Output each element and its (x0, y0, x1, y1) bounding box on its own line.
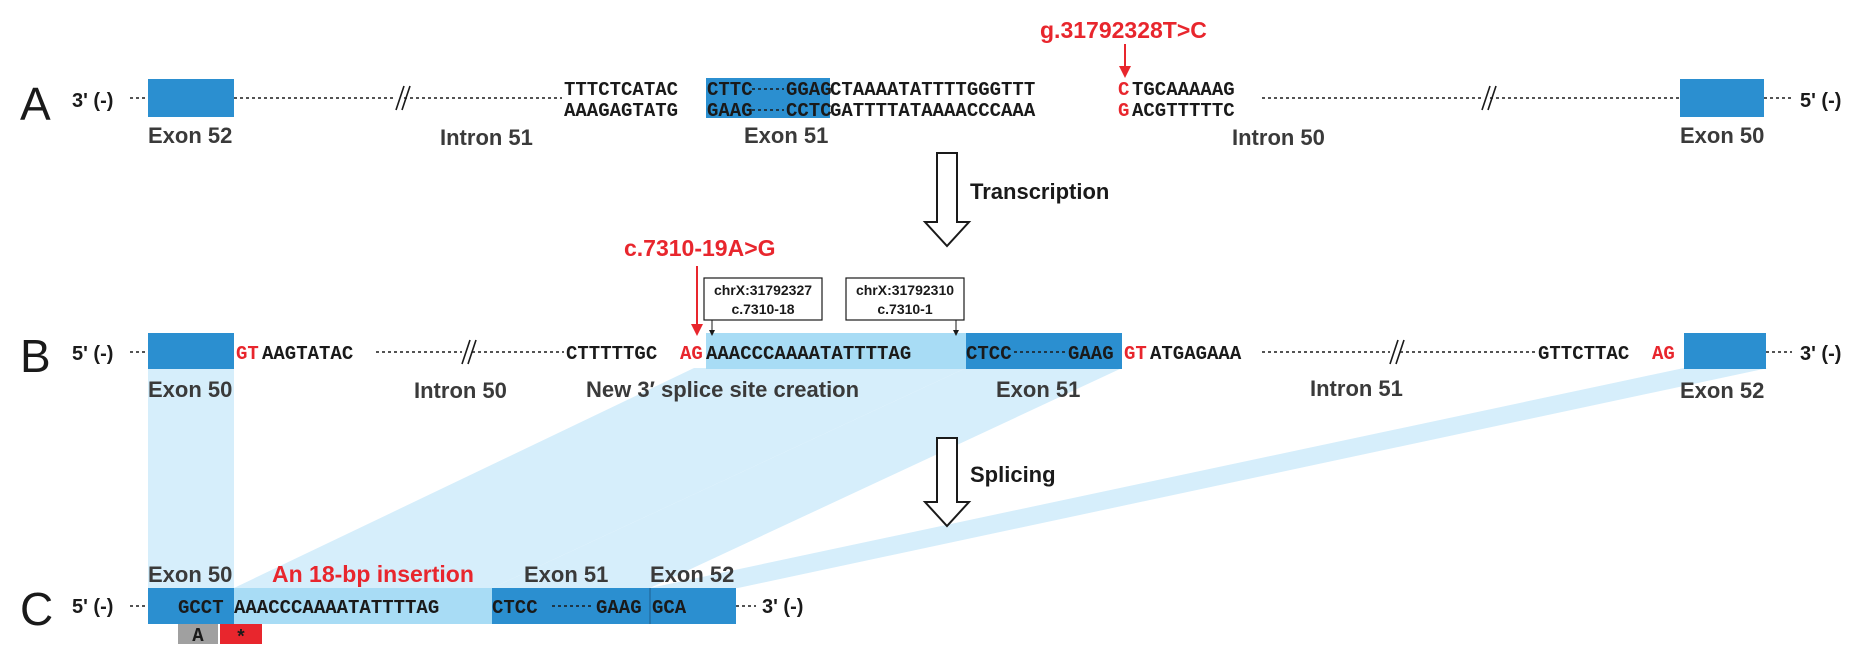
panel-letter-b: B (20, 330, 51, 382)
shade-insertion (234, 368, 966, 588)
splicing-label: Splicing (970, 462, 1056, 487)
coordinate-box-1-line2: c.7310-18 (731, 301, 794, 317)
exon50-box-c (148, 588, 234, 624)
sequence-bottom-strand: AAAGAGTATG GAAG CCTC GATTTTATAAAACCCAAA … (564, 100, 1235, 122)
strand-right-b: 3' (-) (1800, 343, 1841, 365)
sequence-top-strand: TTTCTCATAC CTTC GGAG CTAAAATATTTTGGGTTT … (564, 79, 1235, 101)
insertion-region-c (234, 588, 492, 624)
break-mark (395, 85, 405, 111)
coordinate-box-2-line2: c.7310-1 (877, 301, 932, 317)
shade-exon50 (148, 368, 234, 588)
strand-right-a: 5' (-) (1800, 90, 1841, 112)
transcription-arrow (922, 152, 972, 248)
panel-c: C 5' (-) 3' (-) GCCT AAACCCAAAATATTTTAG … (20, 561, 803, 649)
strand-left-c: 5' (-) (72, 596, 113, 618)
panel-b: B 5' (-) 3' (-) GT AAGTATAC CTTTTTGC AG … (20, 235, 1841, 403)
stop-codon-label: * (235, 627, 246, 649)
panel-letter-c: C (20, 583, 53, 635)
codon-alanine-label: A (192, 625, 204, 647)
exon51-box-a (706, 78, 830, 118)
label-exon50-a: Exon 50 (1680, 123, 1764, 148)
coordinate-box-2-line1: chrX:31792310 (856, 282, 954, 298)
strand-right-c: 3' (-) (762, 596, 803, 618)
label-exon52-a: Exon 52 (148, 123, 232, 148)
splice-mapping-shades (148, 368, 1768, 588)
strand-left-a: 3' (-) (72, 90, 113, 112)
mutation-label-cdna: c.7310-19A>G (624, 235, 776, 261)
codon-alanine-box (178, 624, 218, 644)
label-intron51-b: Intron 51 (1310, 376, 1403, 401)
label-exon52-b: Exon 52 (1680, 378, 1764, 403)
label-exon52-c: Exon 52 (650, 562, 734, 587)
coordinate-box-1 (703, 277, 823, 321)
label-intron50-a: Intron 50 (1232, 125, 1325, 150)
transcription-label: Transcription (970, 179, 1109, 204)
stop-codon-box (220, 624, 262, 644)
break-mark (1389, 339, 1399, 365)
exon51-box-b (966, 333, 1122, 369)
label-exon51-a: Exon 51 (744, 123, 828, 148)
coordinate-box-2 (845, 277, 965, 321)
sequence-c: GCCT AAACCCAAAATATTTTAG CTCC GAAG GCA (178, 597, 687, 619)
break-mark (461, 339, 471, 365)
mutation-label-genomic: g.31792328T>C (1040, 17, 1207, 43)
label-new-splice-site: New 3′ splice site creation (586, 377, 859, 402)
panel-letter-a: A (20, 78, 51, 130)
transcription-step: Transcription (922, 152, 1109, 248)
exon50-box-a (1680, 79, 1764, 117)
coordinate-box-1-line1: chrX:31792327 (714, 282, 812, 298)
label-exon50-c: Exon 50 (148, 562, 232, 587)
exon50-box-b (148, 333, 234, 369)
label-exon51-b: Exon 51 (996, 377, 1080, 402)
insertion-region-b (706, 333, 966, 369)
break-mark (1481, 85, 1491, 111)
exon52-box-c (650, 588, 736, 624)
label-exon50-b: Exon 50 (148, 377, 232, 402)
sequence-b: GT AAGTATAC CTTTTTGC AG AAACCCAAAATATTTT… (236, 343, 1675, 365)
label-exon51-c: Exon 51 (524, 562, 608, 587)
label-insertion-c: An 18-bp insertion (272, 561, 474, 587)
exon52-box-b (1684, 333, 1766, 369)
shade-exon52 (650, 368, 1768, 588)
splicing-step: Splicing (922, 437, 1056, 528)
splicing-arrow (922, 437, 972, 528)
exon52-box-a (148, 79, 234, 117)
label-intron50-b: Intron 50 (414, 378, 507, 403)
panel-a: A 3' (-) 5' (-) TTTCTCATAC CTTC GGAG CTA… (20, 17, 1841, 150)
shade-exon51 (492, 368, 1122, 588)
label-intron51-a: Intron 51 (440, 125, 533, 150)
strand-left-b: 5' (-) (72, 343, 113, 365)
